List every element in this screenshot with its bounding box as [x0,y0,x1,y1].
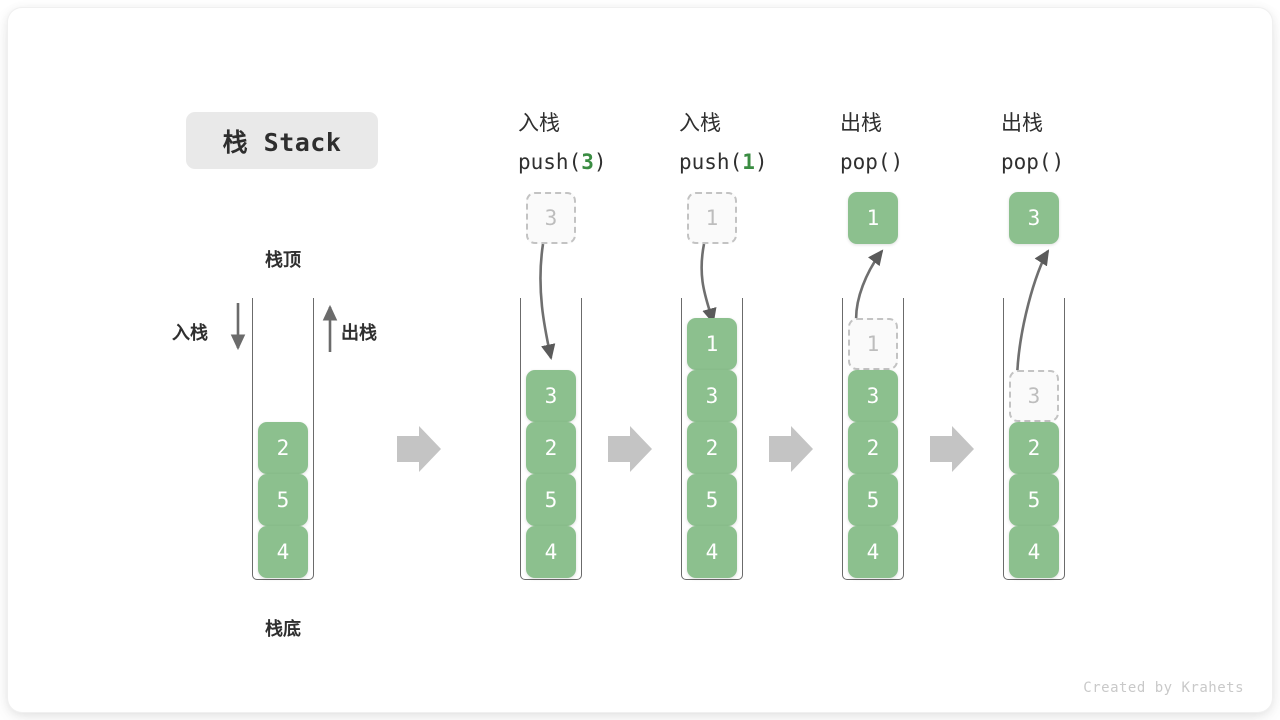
stack-cell: 2 [687,422,737,474]
stack-cell: 5 [848,474,898,526]
stack-cell-placeholder: 1 [848,318,898,370]
column-header-line1: 入栈 [518,111,560,135]
pop-direction-label: 出栈 [341,323,377,344]
stack-cell-placeholder: 3 [1009,370,1059,422]
stack-top-label: 栈顶 [265,250,301,271]
pending-push-value: 3 [526,192,576,244]
stack-tube [842,298,904,580]
stack-cell: 5 [687,474,737,526]
stack-cell: 2 [1009,422,1059,474]
stack-tube [252,298,314,580]
credit-text: Created by Krahets [1083,680,1244,696]
stack-cell: 2 [258,422,308,474]
figure-title-chip: 栈 Stack [186,112,378,169]
stack-cell: 5 [258,474,308,526]
column-header-line2: push(1) [679,143,879,182]
column-header: 出栈 pop() [1001,104,1201,182]
stack-cell: 3 [687,370,737,422]
stack-cell: 4 [1009,526,1059,578]
stack-cell: 5 [1009,474,1059,526]
column-header-line1: 出栈 [1001,111,1043,135]
stack-cell: 2 [526,422,576,474]
stack-cell: 3 [526,370,576,422]
call-suffix: ) [754,150,768,174]
stack-bottom-label: 栈底 [265,619,301,640]
call-arg: 1 [742,150,755,174]
call-suffix: ) [593,150,607,174]
call-suffix: ) [890,150,904,174]
column-header-line1: 出栈 [840,111,882,135]
call-prefix: push( [679,150,743,174]
column-header: 入栈 push(3) [518,104,718,182]
column-header-line1: 入栈 [679,111,721,135]
stack-cell: 3 [848,370,898,422]
call-suffix: ) [1051,150,1065,174]
column-header: 入栈 push(1) [679,104,879,182]
stack-tube [681,298,743,580]
call-prefix: push( [518,150,582,174]
stack-cell: 5 [526,474,576,526]
stack-cell: 1 [687,318,737,370]
call-prefix: pop( [1001,150,1052,174]
stack-tube [1003,298,1065,580]
pending-push-value: 1 [687,192,737,244]
stack-cell: 2 [848,422,898,474]
stack-tube [520,298,582,580]
column-header-line2: pop() [1001,143,1201,182]
call-prefix: pop( [840,150,891,174]
column-header-line2: pop() [840,143,1040,182]
stack-cell: 4 [526,526,576,578]
stack-cell: 4 [258,526,308,578]
push-direction-label: 入栈 [172,323,208,344]
call-arg: 3 [581,150,594,174]
column-header-line2: push(3) [518,143,718,182]
popped-value: 1 [848,192,898,244]
column-header: 出栈 pop() [840,104,1040,182]
popped-value: 3 [1009,192,1059,244]
stack-cell: 4 [687,526,737,578]
stack-cell: 4 [848,526,898,578]
